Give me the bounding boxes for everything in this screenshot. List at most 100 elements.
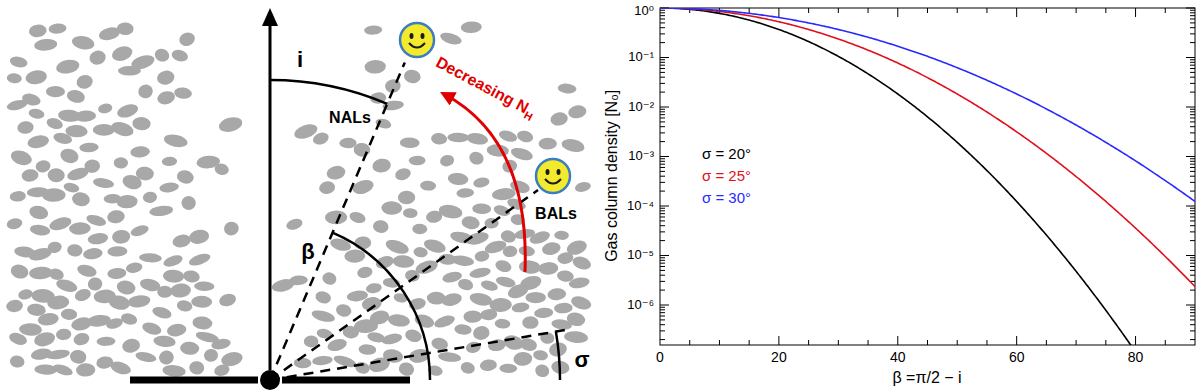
tick-mark	[1190, 309, 1195, 310]
tick-label: 40	[890, 350, 906, 365]
gas-cloud	[162, 156, 178, 166]
gas-cloud	[45, 116, 64, 131]
tick-mark	[1016, 336, 1017, 345]
tick-mark	[719, 340, 720, 345]
tick-mark	[1190, 92, 1195, 93]
tick-mark	[1186, 305, 1195, 306]
tick-mark	[1190, 270, 1195, 271]
smiley-eye	[410, 33, 414, 39]
gas-cloud	[314, 290, 332, 306]
gas-cloud	[158, 349, 176, 366]
gas-cloud	[480, 279, 499, 293]
gas-cloud	[494, 258, 513, 274]
gas-cloud	[70, 315, 93, 332]
gas-cloud	[403, 208, 418, 218]
tick-mark	[660, 65, 665, 66]
tick-label: 10⁰	[634, 4, 654, 18]
tick-mark	[1190, 213, 1195, 214]
axis-line	[269, 24, 272, 370]
gas-cloud	[37, 312, 59, 327]
gas-cloud	[439, 153, 456, 168]
gas-cloud	[533, 349, 549, 361]
tick-mark	[660, 307, 665, 308]
tick-mark	[1190, 171, 1195, 172]
gas-cloud	[325, 164, 346, 181]
angle-label: i	[297, 48, 303, 72]
sightline-label: BALs	[535, 205, 577, 223]
gas-cloud	[203, 348, 218, 362]
gas-cloud	[366, 331, 386, 344]
tick-mark	[897, 8, 898, 17]
gas-cloud	[137, 83, 155, 100]
tick-mark	[1190, 225, 1195, 226]
gas-cloud	[181, 196, 196, 211]
gas-cloud	[87, 276, 104, 292]
gas-cloud	[192, 316, 213, 331]
gas-cloud	[194, 281, 215, 291]
gas-cloud	[34, 38, 58, 52]
gas-cloud	[285, 217, 304, 232]
gradient-arrow	[444, 94, 525, 272]
tick-mark	[660, 42, 665, 43]
legend-swatch: σ = 30°	[702, 189, 751, 206]
tick-mark	[838, 340, 839, 345]
tick-mark	[1190, 167, 1195, 168]
gas-cloud	[397, 361, 415, 378]
tick-mark	[660, 68, 665, 69]
gas-cloud	[457, 277, 475, 291]
tick-mark	[1190, 182, 1195, 183]
gas-cloud	[403, 68, 422, 84]
gas-cloud	[438, 351, 462, 363]
tick-mark	[660, 156, 669, 157]
gas-cloud	[344, 249, 365, 263]
tick-mark	[660, 121, 665, 122]
gas-cloud	[69, 349, 87, 365]
gradient-text: Decreasing N	[433, 53, 531, 116]
gas-cloud	[413, 246, 429, 258]
tick-mark	[1190, 42, 1195, 43]
curve-group	[660, 8, 1195, 345]
gas-cloud	[69, 222, 91, 236]
gas-cloud	[451, 254, 475, 267]
gas-cloud	[116, 279, 137, 296]
gas-cloud	[356, 265, 373, 279]
angle-label: σ	[574, 348, 589, 372]
gas-cloud	[461, 215, 481, 231]
gas-cloud	[498, 128, 519, 143]
smiley-face	[536, 159, 570, 193]
tick-mark	[1190, 263, 1195, 264]
tick-mark	[1190, 191, 1195, 192]
tick-mark	[660, 240, 665, 241]
gas-cloud	[66, 88, 86, 104]
gas-cloud	[107, 246, 127, 257]
tick-mark	[660, 114, 665, 115]
gas-cloud	[560, 137, 585, 154]
legend-entry: σ = 30°	[702, 190, 751, 207]
gas-cloud	[9, 262, 30, 280]
gas-cloud	[438, 203, 464, 220]
tick-mark	[660, 126, 665, 127]
smiley-eye	[421, 33, 425, 39]
gas-cloud	[130, 146, 150, 159]
gas-cloud	[539, 138, 557, 150]
tick-mark	[927, 340, 928, 345]
gas-cloud	[67, 244, 83, 258]
gas-cloud	[394, 166, 413, 182]
tick-mark	[660, 117, 665, 118]
gas-cloud	[127, 294, 151, 309]
gas-cloud	[518, 259, 541, 275]
tick-label: 10⁻³	[628, 149, 654, 163]
gas-cloud	[48, 23, 67, 35]
tick-mark	[1186, 255, 1195, 256]
tick-mark	[1190, 208, 1195, 209]
tick-mark	[1190, 141, 1195, 142]
tick-mark	[660, 167, 665, 168]
tick-mark	[1190, 111, 1195, 112]
tick-mark	[1190, 117, 1195, 118]
tick-mark	[660, 281, 665, 282]
gas-cloud	[466, 132, 489, 146]
gas-cloud	[58, 109, 82, 123]
tick-mark	[660, 158, 665, 159]
tick-mark	[1190, 210, 1195, 211]
tick-mark	[1190, 83, 1195, 84]
